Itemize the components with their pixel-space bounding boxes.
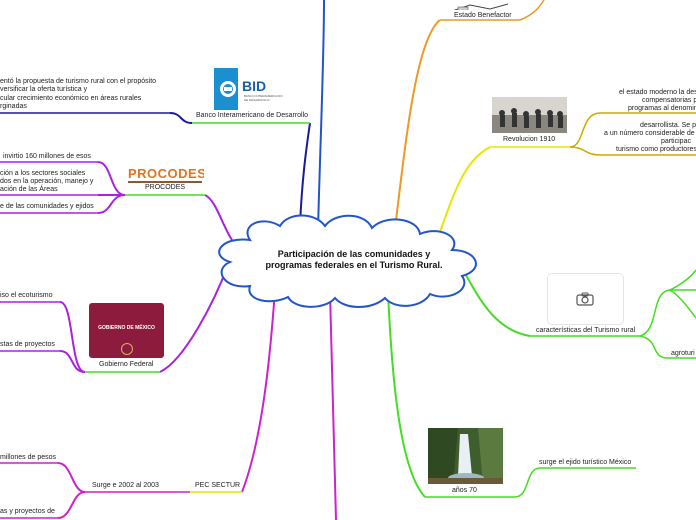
bid-note-line: cular crecimiento económico en áreas rur… xyxy=(0,95,142,102)
gobierno-note-line: iso el ecoturismo xyxy=(0,292,53,299)
bid-note-line: versificar la oferta turística y xyxy=(0,86,88,93)
central-topic[interactable]: Participación de las comunidades y progr… xyxy=(265,249,443,270)
revolucion-note-line: compensatorias p xyxy=(642,97,696,104)
image-placeholder[interactable] xyxy=(547,273,624,325)
anos70-image xyxy=(428,428,503,484)
anos70-note: surge el ejido turístico México xyxy=(539,459,632,466)
central-cloud[interactable] xyxy=(218,214,477,308)
revolucion-note-line: desarrollista. Se p xyxy=(640,122,696,129)
procodes-note-line: ción a los sectores sociales xyxy=(0,170,86,177)
pec-note-line: millones de pesos xyxy=(0,454,57,461)
estado-image xyxy=(450,0,510,10)
bid-node-label[interactable]: Banco Interamericano de Desarrollo xyxy=(196,112,309,119)
pec-sub-label[interactable]: Surge e 2002 al 2003 xyxy=(92,482,159,489)
caracteristicas-node-label[interactable]: características del Turismo rural xyxy=(536,327,636,334)
gobierno-logo-text: GOBIERNO DE MÉXICO xyxy=(98,325,155,331)
bid-logo-subtext: BANCO INTERAMERICANO DE DESARROLLO xyxy=(244,94,283,102)
bid-note-line: entó la propuesta de turismo rural con e… xyxy=(0,78,157,85)
procodes-node-label[interactable]: PROCODES xyxy=(145,184,186,191)
procodes-note-line: invirtio 160 millones de esos xyxy=(3,153,91,160)
estado-node-label[interactable]: Estado Benefactor xyxy=(454,12,512,19)
bid-logo: BID BANCO INTERAMERICANO DE DESARROLLO xyxy=(214,68,286,110)
revolucion-note-line: participac xyxy=(661,138,691,145)
bid-note-line: rginadas xyxy=(0,103,27,110)
pec-node-label[interactable]: PEC SECTUR xyxy=(195,482,241,489)
gobierno-logo: GOBIERNO DE MÉXICO xyxy=(89,303,164,358)
caracteristicas-sub-label[interactable]: agroturi xyxy=(671,350,695,357)
bid-logo-text: BID xyxy=(242,78,267,94)
gobierno-node-label[interactable]: Gobierno Federal xyxy=(99,361,154,368)
revolucion-node-label[interactable]: Revolucion 1910 xyxy=(503,136,556,143)
procodes-note-line: e de las comunidades y ejidos xyxy=(0,203,94,210)
pec-note-line: as y proyectos de xyxy=(0,508,55,515)
procodes-logo-text: PROCODES xyxy=(128,166,204,181)
procodes-logo: PROCODES xyxy=(126,166,204,184)
gobierno-note-line: stas de proyectos xyxy=(0,341,55,348)
revolucion-note-line: programas al denomin xyxy=(628,105,696,112)
revolucion-note-line: a un número considerable de xyxy=(604,130,695,137)
camera-icon xyxy=(576,292,594,311)
procodes-note-line: ación de las Áreas xyxy=(0,186,58,193)
revolucion-note-line: turismo como productores xyxy=(616,146,696,153)
procodes-note-line: dos en la operación, manejo y xyxy=(0,178,94,185)
revolucion-image xyxy=(492,97,567,133)
anos70-node-label[interactable]: años 70 xyxy=(452,487,477,494)
revolucion-note-line: el estado moderno la desig xyxy=(619,89,696,96)
